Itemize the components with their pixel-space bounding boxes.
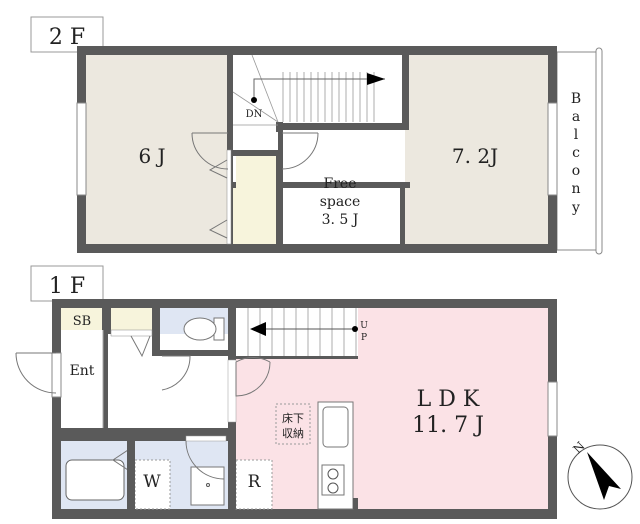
closet-door-2f-top[interactable] [208, 159, 228, 179]
underfloor-label-2: 収納 [282, 427, 304, 440]
window-ldk [547, 381, 558, 437]
entrance-door[interactable] [15, 352, 57, 394]
floor-1-label: 1 F [49, 274, 85, 299]
balcony [556, 51, 600, 251]
room-6j-label: 6 J [138, 144, 165, 168]
toilet-icon [183, 317, 217, 341]
floor-2-label: 2 F [49, 25, 85, 50]
free-space-label-2: space [320, 194, 361, 210]
fridge-label: R [248, 472, 262, 492]
underfloor-label-1: 床下 [282, 411, 304, 425]
stairs-1f [236, 308, 358, 356]
window-6j [76, 102, 87, 196]
closet-2f [233, 188, 276, 244]
hall-2f [283, 130, 405, 182]
hall-1f [108, 334, 228, 428]
stair-treads-2f [232, 54, 375, 126]
toilet-door[interactable] [161, 355, 191, 391]
svg-text:o: o [572, 163, 580, 179]
ldk-door[interactable] [235, 356, 271, 397]
free-space-label-1: Free [324, 176, 357, 192]
balcony-label: B a l c o n y [571, 91, 581, 216]
bathtub [65, 459, 125, 501]
room-7-2j [405, 55, 548, 244]
shoe-box-label: SB [73, 314, 91, 329]
storage-1f [111, 308, 152, 330]
closet-door-2f-bottom[interactable] [208, 219, 228, 239]
svg-text:a: a [572, 109, 580, 125]
entrance-label: Ent [70, 363, 95, 379]
svg-text:B: B [571, 91, 581, 107]
svg-text:n: n [571, 181, 580, 197]
ldk-label: L D K [417, 387, 480, 412]
svg-text:c: c [572, 145, 580, 161]
floor-1-label-box [30, 265, 104, 302]
svg-text:l: l [574, 127, 579, 143]
room-7-2j-label: 7. 2J [452, 144, 498, 168]
floor-2: 2 F [30, 16, 603, 255]
door-6j[interactable] [191, 132, 229, 170]
sink [322, 406, 349, 448]
compass-icon: N [567, 439, 633, 510]
stairs-up-label-1: U [360, 321, 368, 331]
floor-1: 1 F [15, 265, 558, 519]
underfloor-storage [275, 403, 311, 445]
window-7-2j [547, 102, 558, 196]
free-space [283, 188, 400, 244]
washer-label: W [143, 472, 161, 492]
door-2f-hall[interactable] [281, 132, 319, 170]
free-space-label-3: 3. 5 J [322, 212, 359, 228]
stove [321, 464, 345, 496]
room-6j [86, 55, 227, 244]
washer-space [134, 459, 171, 510]
stairs-up-label-2: P [361, 333, 367, 343]
stair-arrow-icon [367, 73, 385, 85]
entrance [61, 330, 103, 428]
stairs-dn-label: DN [246, 109, 263, 120]
stair-arrow-icon [250, 322, 266, 336]
storage-door-1f[interactable] [130, 335, 151, 358]
balcony-rail [595, 47, 603, 255]
washroom-door[interactable] [185, 440, 225, 480]
svg-text:y: y [571, 200, 580, 216]
stair-treads-1f [247, 308, 357, 356]
bath-door[interactable] [112, 449, 129, 471]
ldk-size-label: 11. 7 J [412, 413, 484, 438]
shoe-box [61, 308, 102, 330]
fridge-space [235, 459, 273, 510]
